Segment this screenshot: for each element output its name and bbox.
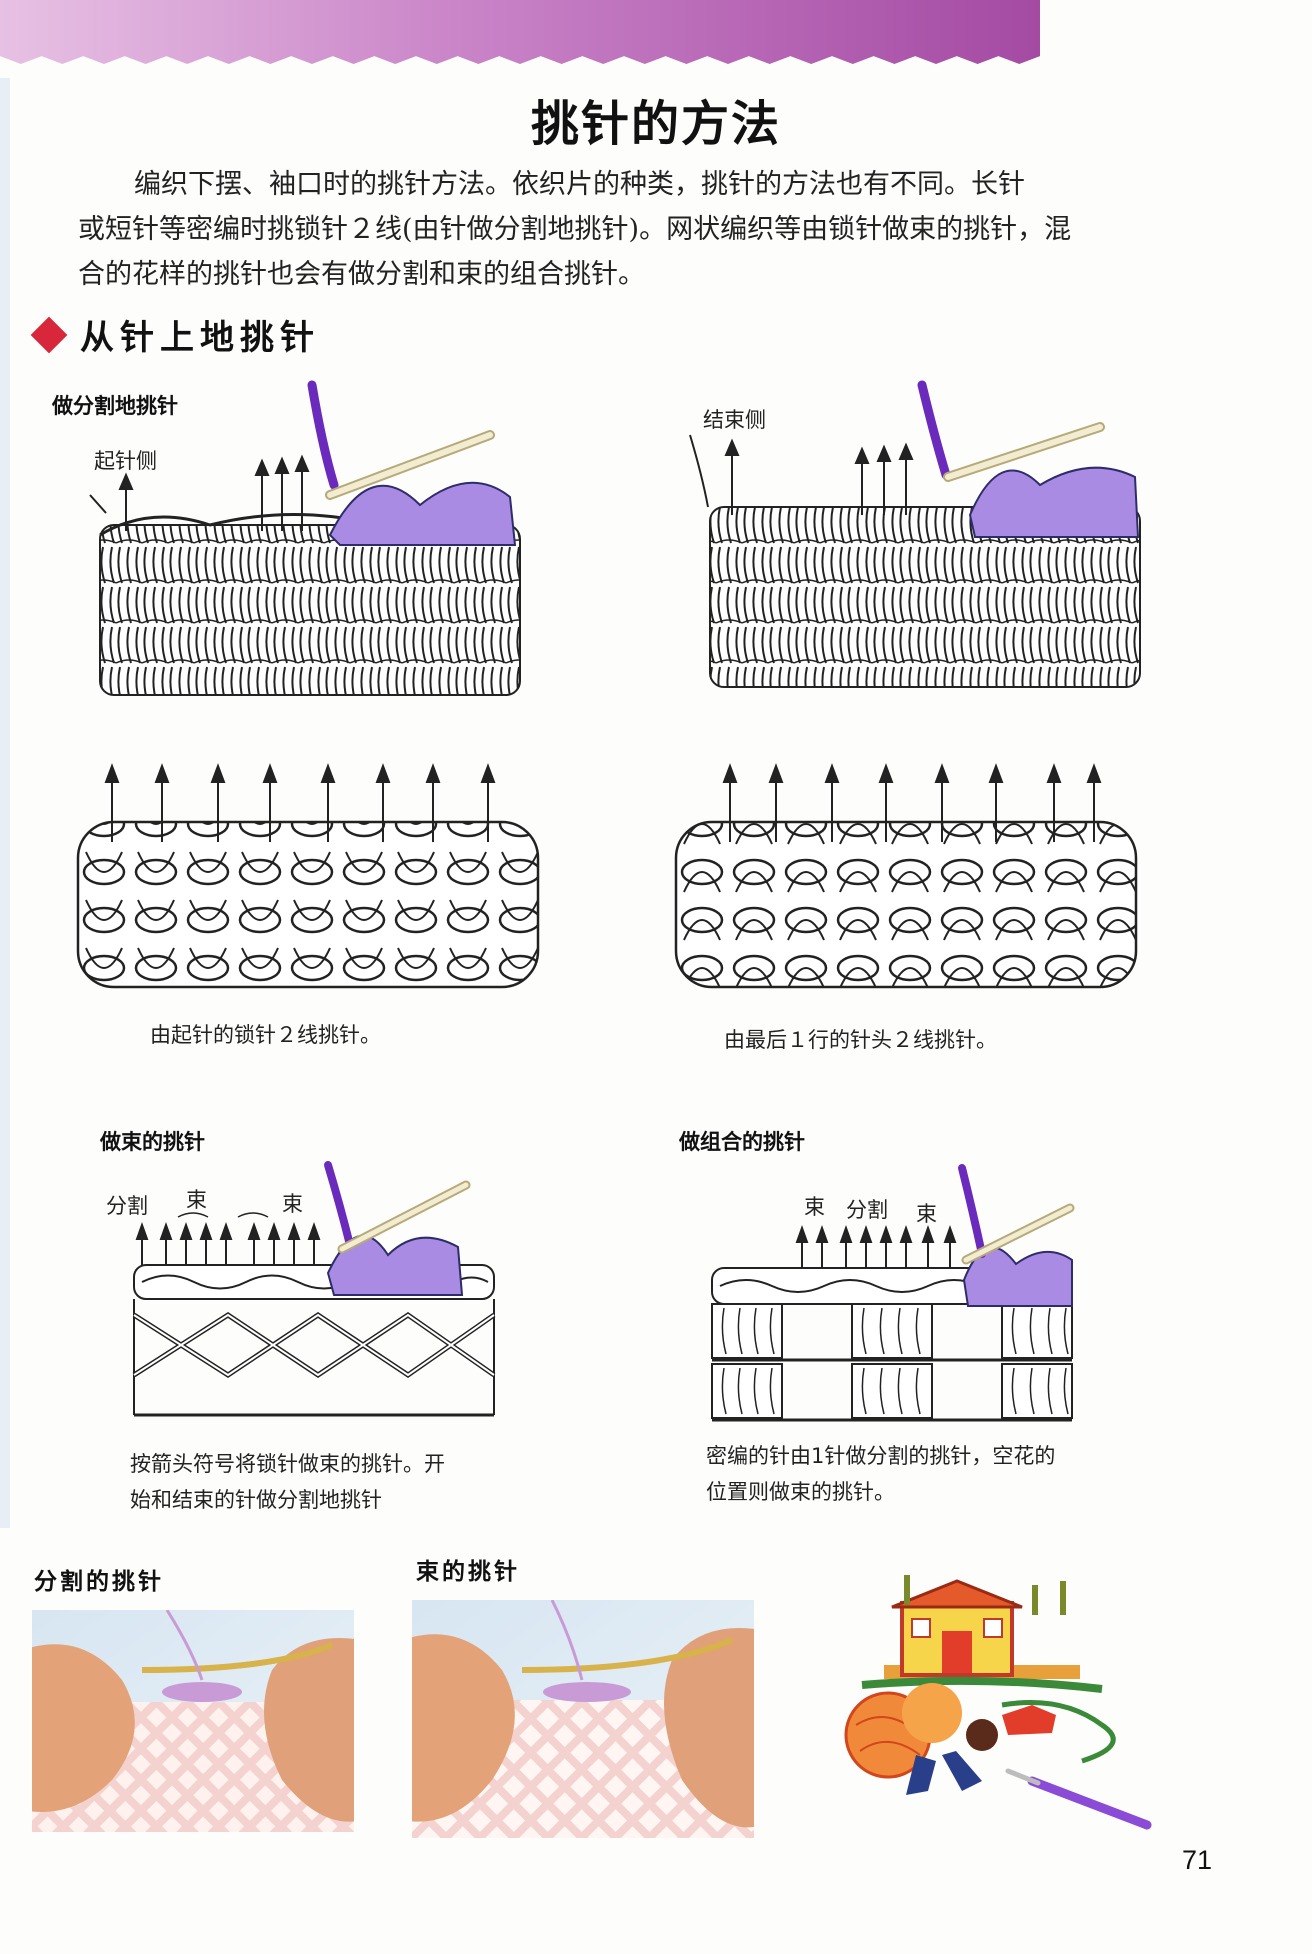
caption-start-chain: 由起针的锁针２线挑针。 [150,1023,381,1047]
combined-label-bundle-2: 束 [916,1202,937,1226]
intro-line-2: 或短针等密编时挑锁针２线(由针做分割地挑针)。网状编织等由锁针做束的挑针，混 [78,214,1072,245]
house-yarn-illustration [844,1575,1152,1830]
bundle-label-bundle-1: 束 [186,1188,207,1212]
split-end-side-diagram [689,380,1141,688]
intro-line-3: 合的花样的挑针也会有做分割和束的组合挑针。 [78,259,645,290]
header-banner [0,0,1040,64]
bundle-caption-line-1: 按箭头符号将锁针做束的挑针。开 [130,1452,445,1476]
start-chain-detail-diagram [76,763,540,989]
bundle-caption-line-2: 始和结束的针做分割地挑针 [130,1488,382,1512]
split-start-side-diagram [89,380,521,696]
intro-line-1: 编织下摆、袖口时的挑针方法。依织片的种类，挑针的方法也有不同。长针 [134,169,1025,200]
combined-caption-line-1: 密编的针由1针做分割的挑针，空花的 [706,1444,1056,1468]
page-number: 71 [1182,1845,1213,1875]
bundle-photo-label: 束的挑针 [416,1558,520,1585]
split-photo-label: 分割的挑针 [34,1568,164,1595]
end-side-label: 结束侧 [703,408,766,432]
split-pickup-title: 做分割地挑针 [52,394,178,418]
combined-pickup-diagram [711,1164,1075,1422]
combined-caption: 密编的针由1针做分割的挑针，空花的 位置则做束的挑针。 [706,1438,1055,1510]
combined-label-bundle-1: 束 [804,1195,825,1219]
last-row-detail-diagram [674,763,1138,989]
intro-paragraph: 编织下摆、袖口时的挑针方法。依织片的种类，挑针的方法也有不同。长针 或短针等密编… [78,162,1176,297]
page-title: 挑针的方法 [530,96,781,152]
start-side-label: 起针侧 [94,449,157,473]
caption-last-row: 由最后１行的针头２线挑针。 [724,1028,997,1052]
bundle-pickup-title: 做束的挑针 [100,1130,205,1154]
combined-pickup-title: 做组合的挑针 [679,1130,805,1154]
combined-label-split: 分割 [846,1198,888,1222]
diamond-bullet-icon [30,316,68,353]
bundle-pickup-diagram [132,1161,496,1417]
bundle-label-split: 分割 [106,1194,148,1218]
page-edge-strip [0,78,10,1528]
bundle-caption: 按箭头符号将锁针做束的挑针。开 始和结束的针做分割地挑针 [130,1446,445,1518]
bundle-pickup-photo [412,1600,754,1838]
combined-caption-line-2: 位置则做束的挑针。 [706,1480,895,1504]
split-pickup-photo [32,1610,354,1832]
section-title: 从针上地挑针 [80,318,320,358]
bundle-label-bundle-2: 束 [282,1192,303,1216]
section-heading: 从针上地挑针 [30,310,320,359]
